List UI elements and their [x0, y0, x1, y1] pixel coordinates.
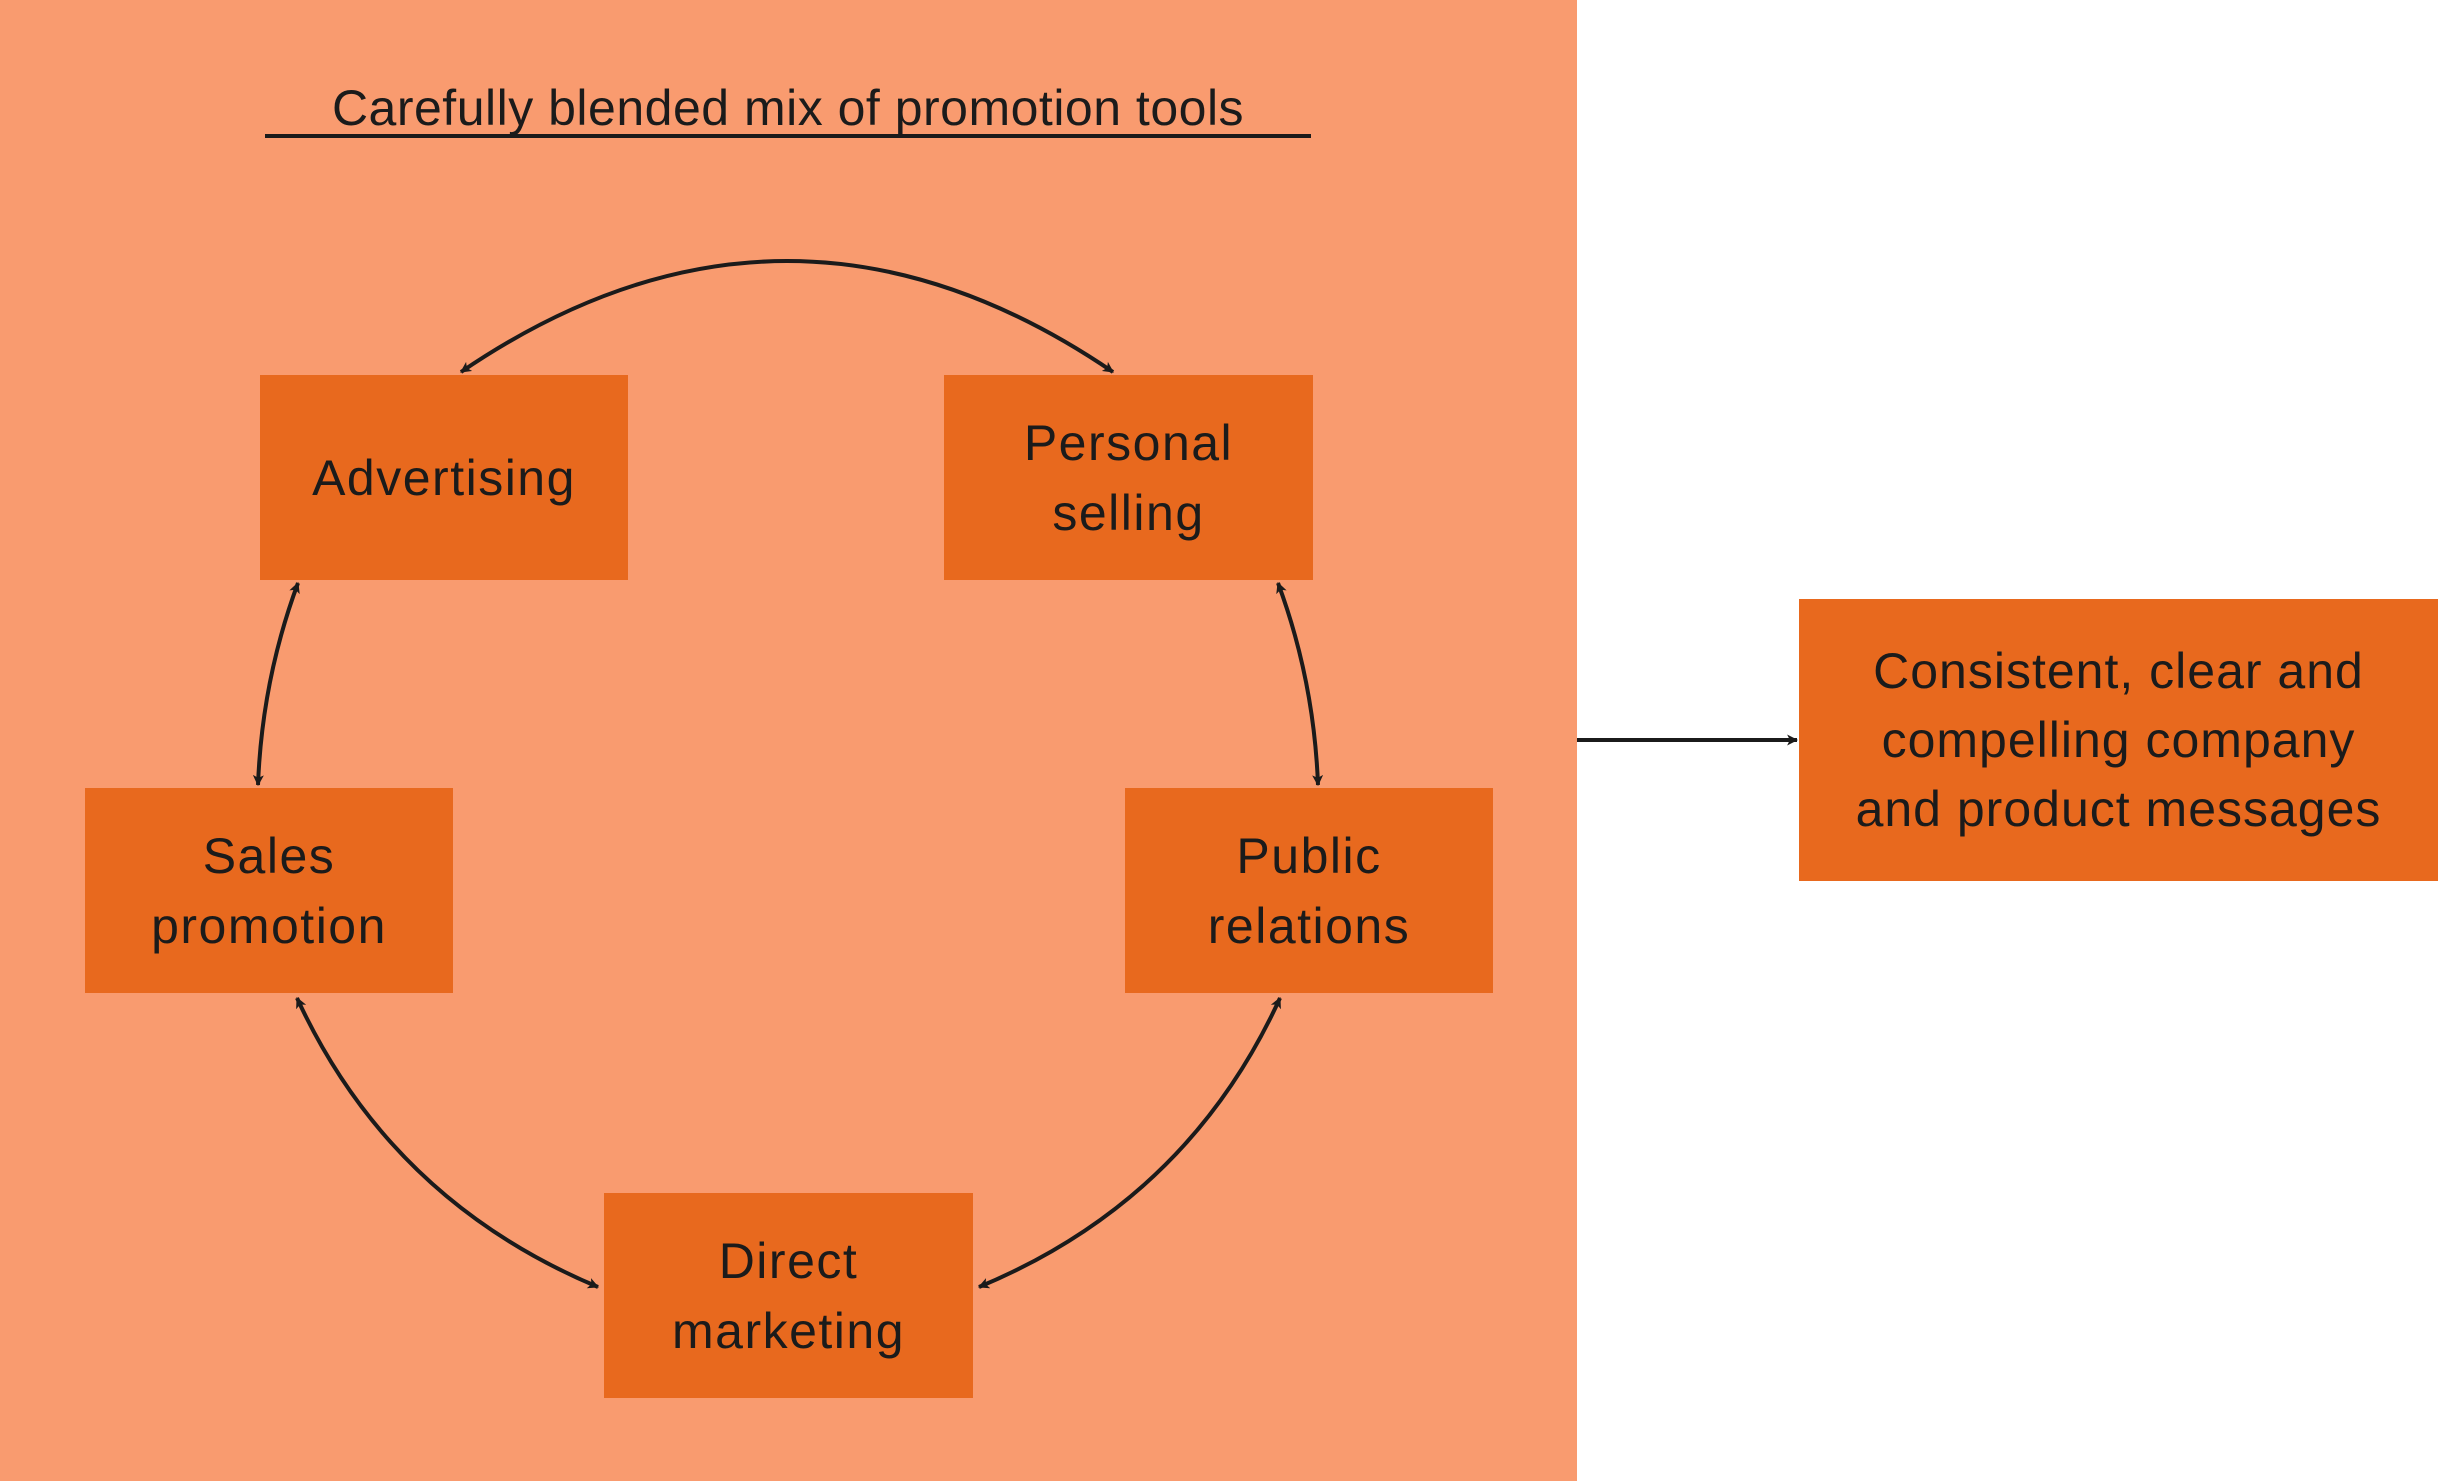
outcome-label: compelling company — [1881, 711, 2356, 768]
outcome-label: and product messages — [1855, 780, 2382, 837]
tool-box-direct-marketing: Direct marketing — [604, 1193, 973, 1398]
tool-label: marketing — [671, 1302, 906, 1359]
diagram-title: Carefully blended mix of promotion tools — [331, 80, 1245, 136]
tool-box-advertising: Advertising — [260, 375, 628, 580]
tool-label: Sales — [202, 827, 336, 884]
tool-label: Personal — [1023, 414, 1234, 471]
outcome-box: Consistent, clear and compelling company… — [1799, 599, 2438, 881]
tool-label: Advertising — [312, 449, 576, 506]
tool-box-sales-promotion: Sales promotion — [85, 788, 453, 993]
title-underline — [265, 134, 1311, 138]
tool-label: relations — [1207, 897, 1411, 954]
outcome-label: Consistent, clear and — [1873, 642, 2364, 699]
tool-label: promotion — [151, 897, 387, 954]
tool-label: Direct — [718, 1232, 859, 1289]
tool-label: Public — [1236, 827, 1382, 884]
tool-box-public-relations: Public relations — [1125, 788, 1493, 993]
tool-label: selling — [1052, 484, 1205, 541]
tool-box-personal-selling: Personal selling — [944, 375, 1313, 580]
